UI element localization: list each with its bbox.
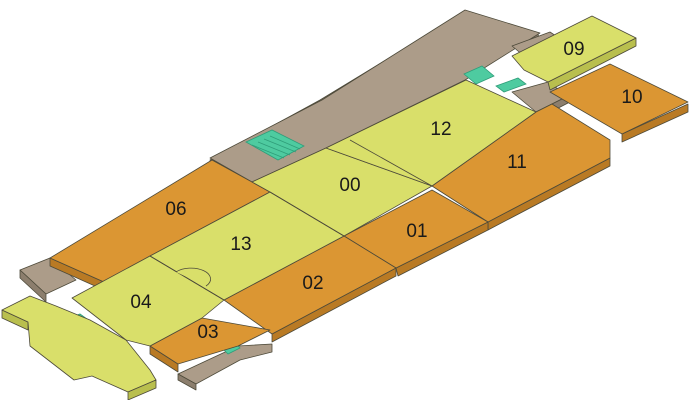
rooms-corridor (1, 15, 637, 400)
label-room-10: 10 (621, 87, 642, 108)
corridor-wing-side-2 (127, 379, 157, 400)
label-room-03: 03 (197, 322, 218, 343)
divider-13-00 (269, 191, 345, 237)
service-block-room03-side (177, 373, 197, 391)
label-room-06: 06 (165, 199, 186, 220)
rooms-orange (49, 63, 689, 373)
room-10-side (621, 103, 689, 143)
room-12[interactable] (325, 79, 537, 187)
divider-04-13 (149, 255, 225, 301)
label-room-11: 11 (507, 152, 527, 173)
stair-upper-right-2[interactable] (495, 77, 527, 93)
label-room-01: 01 (406, 221, 427, 242)
stair-upper-left[interactable] (245, 129, 305, 161)
label-room-00: 00 (339, 175, 360, 196)
room-labels: 00 01 02 03 04 06 09 10 11 12 13 (130, 39, 642, 343)
room-09[interactable] (511, 15, 637, 83)
label-room-13: 13 (230, 234, 251, 255)
niche-arc (175, 267, 211, 287)
label-room-09: 09 (563, 39, 584, 60)
divider-00-12 (349, 139, 433, 187)
service-blocks (19, 9, 569, 391)
label-room-02: 02 (302, 273, 323, 294)
label-room-04: 04 (130, 292, 152, 313)
label-room-12: 12 (430, 119, 451, 140)
stair-upper-right[interactable] (463, 65, 495, 85)
room-10[interactable] (549, 63, 689, 135)
